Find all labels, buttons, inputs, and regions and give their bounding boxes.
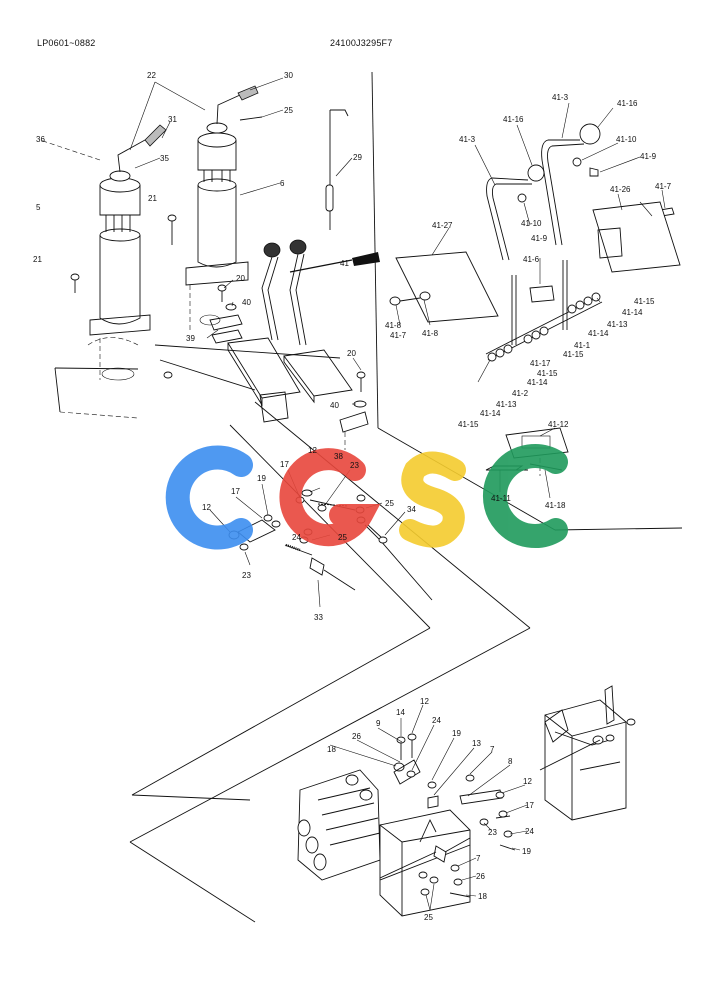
callout-13: 13 — [472, 739, 481, 748]
callout-9: 9 — [376, 719, 381, 728]
callout-17: 17 — [280, 460, 289, 469]
watermark-letter-g — [279, 448, 381, 547]
callout-41-15: 41-15 — [537, 369, 558, 378]
callout-41-7: 41-7 — [390, 331, 407, 340]
callout-24: 24 — [432, 716, 441, 725]
callout-41-12: 41-12 — [548, 420, 569, 429]
control-valve-block — [297, 769, 381, 881]
leader-lines — [129, 77, 666, 911]
callout-26: 26 — [352, 732, 361, 741]
right-pilot-valve — [185, 85, 263, 344]
callout-7: 7 — [476, 854, 481, 863]
callout-38: 38 — [334, 452, 343, 461]
callout-41-16: 41-16 — [617, 99, 638, 108]
callout-41-18: 41-18 — [545, 501, 566, 510]
callout-41-6: 41-6 — [523, 255, 540, 264]
callout-12: 12 — [523, 777, 532, 786]
watermark-letter-c1 — [165, 445, 253, 550]
callout-23: 23 — [350, 461, 359, 470]
detail-reference-arrow — [289, 252, 380, 273]
callout-12: 12 — [308, 446, 317, 455]
callout-31: 31 — [168, 115, 177, 124]
callout-29: 29 — [353, 153, 362, 162]
callout-41-16: 41-16 — [503, 115, 524, 124]
callout-12: 12 — [202, 503, 211, 512]
callout-41-17: 41-17 — [530, 359, 551, 368]
callout-41-9: 41-9 — [640, 152, 657, 161]
callout-41-14: 41-14 — [588, 329, 609, 338]
callout-40: 40 — [242, 298, 251, 307]
callout-41-15: 41-15 — [563, 350, 584, 359]
watermark-logo — [165, 444, 568, 550]
pedal-rod — [325, 109, 349, 230]
lower-bracket-assembly — [379, 733, 516, 917]
serial-range-label: LP0601~0882 — [37, 38, 96, 48]
travel-lever-assembly — [154, 239, 369, 450]
callout-5: 5 — [36, 203, 41, 212]
callout-41-14: 41-14 — [480, 409, 501, 418]
callout-41-15: 41-15 — [458, 420, 479, 429]
callout-39: 39 — [186, 334, 195, 343]
callout-41: 41 — [340, 259, 349, 268]
right-side-bracket — [539, 685, 636, 821]
callout-41-2: 41-2 — [512, 389, 529, 398]
callout-6: 6 — [280, 179, 285, 188]
callout-7: 7 — [490, 745, 495, 754]
callout-36: 36 — [36, 135, 45, 144]
callout-25: 25 — [424, 913, 433, 922]
callout-41-14: 41-14 — [622, 308, 643, 317]
callout-12: 12 — [420, 697, 429, 706]
callout-14: 14 — [396, 708, 405, 717]
callout-19: 19 — [452, 729, 461, 738]
part-number-label: 24100J3295F7 — [330, 38, 393, 48]
callout-41-10: 41-10 — [616, 135, 637, 144]
callout-41-13: 41-13 — [607, 320, 628, 329]
callout-33: 33 — [314, 613, 323, 622]
callout-41-8: 41-8 — [385, 321, 402, 330]
callout-18: 18 — [327, 745, 336, 754]
callout-8: 8 — [508, 757, 513, 766]
callout-20: 20 — [236, 274, 245, 283]
callout-25: 25 — [385, 499, 394, 508]
callout-41-3: 41-3 — [459, 135, 476, 144]
callout-25: 25 — [284, 106, 293, 115]
callout-25: 25 — [338, 533, 347, 542]
callout-24: 24 — [525, 827, 534, 836]
callout-40: 40 — [330, 401, 339, 410]
callout-21: 21 — [33, 255, 42, 264]
callout-41-8: 41-8 — [422, 329, 439, 338]
callout-24: 24 — [292, 533, 301, 542]
watermark-letter-c2 — [483, 444, 568, 548]
callout-21: 21 — [148, 194, 157, 203]
callout-20: 20 — [347, 349, 356, 358]
callout-23: 23 — [242, 571, 251, 580]
callout-41-14: 41-14 — [527, 378, 548, 387]
callout-41-9: 41-9 — [531, 234, 548, 243]
callout-41-26: 41-26 — [610, 185, 631, 194]
callout-41-11: 41-11 — [491, 494, 511, 503]
callout-35: 35 — [160, 154, 169, 163]
callout-17: 17 — [231, 487, 240, 496]
callout-22: 22 — [147, 71, 156, 80]
callout-41-1: 41-1 — [574, 341, 591, 350]
callout-41-13: 41-13 — [496, 400, 517, 409]
callout-41-10: 41-10 — [521, 219, 542, 228]
callout-41-3: 41-3 — [552, 93, 569, 102]
callout-23: 23 — [488, 828, 497, 837]
callout-19: 19 — [257, 474, 266, 483]
left-pilot-valve — [39, 124, 177, 381]
callout-41-7: 41-7 — [655, 182, 672, 191]
callout-18: 18 — [478, 892, 487, 901]
callout-30: 30 — [284, 71, 293, 80]
callout-26: 26 — [476, 872, 485, 881]
callout-41-15: 41-15 — [634, 297, 655, 306]
callout-19: 19 — [522, 847, 531, 856]
callout-17: 17 — [525, 801, 534, 810]
callout-41-27: 41-27 — [432, 221, 453, 230]
watermark-letter-s — [399, 451, 466, 548]
callout-34: 34 — [407, 505, 416, 514]
callout-labels: 30 22 25 31 35 36 6 5 21 21 29 41 20 40 … — [33, 71, 672, 922]
